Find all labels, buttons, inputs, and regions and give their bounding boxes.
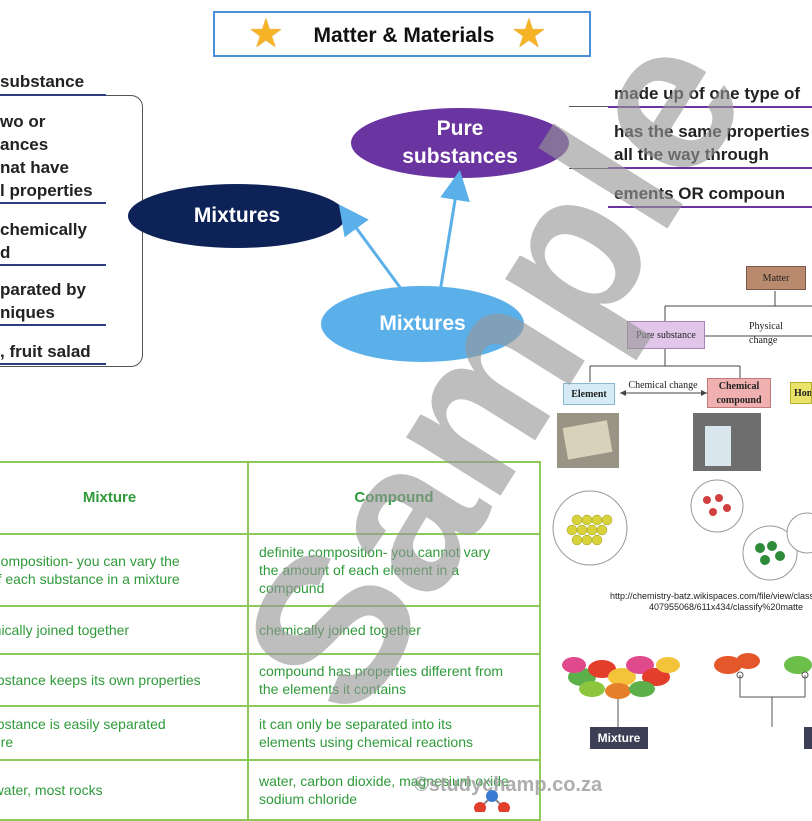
table-row: substance is easily separatedxture it ca… (0, 705, 541, 761)
pure-item-3: ements OR compoun (614, 184, 785, 203)
star-icon-left: ★ (248, 12, 284, 56)
mixtures-item-3a: chemically (0, 220, 87, 239)
source-url-line1: http://chemistry-batz.wikispaces.com/fil… (610, 591, 812, 601)
table-row: a water, most rocks water, carbon dioxid… (0, 759, 541, 821)
pure-oval-line2: substances (402, 145, 518, 168)
mixtures-item-4a: parated by (0, 280, 86, 299)
mixtures-item-2c: nat have (0, 158, 69, 177)
mixtures-oval: Mixtures (128, 184, 346, 248)
arrow-to-pure (438, 170, 470, 293)
pure-item-2a: has the same properties (614, 122, 810, 141)
underline (0, 324, 106, 326)
pure-substance-box: Pure substance (627, 321, 705, 349)
homogeneous-box: Hom (790, 382, 812, 404)
table-header-row: Mixture Compound (0, 461, 541, 535)
mixture-illustrations (562, 653, 812, 749)
table-cell: substance keeps its own properties (0, 653, 249, 707)
table-row: emically joined together chemically join… (0, 605, 541, 655)
bottom-oval: Mixtures (321, 286, 524, 362)
mixtures-item-5: , fruit salad (0, 342, 91, 361)
footer-copyright: ©studychamp.co.za (414, 774, 603, 796)
pure-substances-oval: Pure substances (351, 108, 569, 178)
table-cell: a water, most rocks (0, 759, 249, 821)
underline (0, 202, 106, 204)
matter-box: Matter (746, 266, 806, 290)
pure-item-1: made up of one type of (614, 84, 801, 103)
table-cell: chemically joined together (247, 605, 541, 655)
star-icon-right: ★ (511, 12, 547, 56)
table-row: substance keeps its own properties compo… (0, 653, 541, 707)
classification-diagram (552, 291, 812, 581)
mixtures-item-2d: l properties (0, 181, 93, 200)
molecule-icon (474, 790, 510, 812)
page-title: Matter & Materials (313, 24, 495, 47)
pure-item-2b: all the way through (614, 145, 769, 164)
table-cell: emically joined together (0, 605, 249, 655)
underline (608, 106, 812, 108)
underline (0, 264, 106, 266)
physical-change-label: Physical change (749, 321, 783, 346)
header-compound: Compound (247, 461, 541, 535)
mixtures-item-1: substance (0, 72, 85, 91)
mixtures-item-2b: ances (0, 135, 49, 154)
arrow-to-mixtures (338, 204, 404, 291)
chemical-change-label: Chemical change (628, 380, 698, 391)
mixture-label: Mixture (597, 731, 641, 745)
mixtures-item-2a: wo or (0, 112, 46, 131)
source-url-line2: 407955068/611x434/classify%20matte (649, 602, 803, 612)
underline (0, 94, 106, 96)
header-mixture: Mixture (0, 461, 249, 535)
underline (0, 363, 106, 365)
table-cell: substance is easily separatedxture (0, 705, 249, 761)
comparison-table: Mixture Compound e composition- you can … (0, 461, 541, 821)
connector-line (569, 106, 614, 107)
element-box: Element (563, 383, 615, 405)
underline (608, 206, 812, 208)
pure-oval-line1: Pure (436, 117, 484, 140)
connector-line (569, 168, 614, 169)
underline (608, 167, 812, 169)
title-banner: Matter & Materials (213, 11, 591, 57)
mixtures-item-3b: d (0, 243, 11, 262)
mixtures-item-4b: niques (0, 303, 55, 322)
